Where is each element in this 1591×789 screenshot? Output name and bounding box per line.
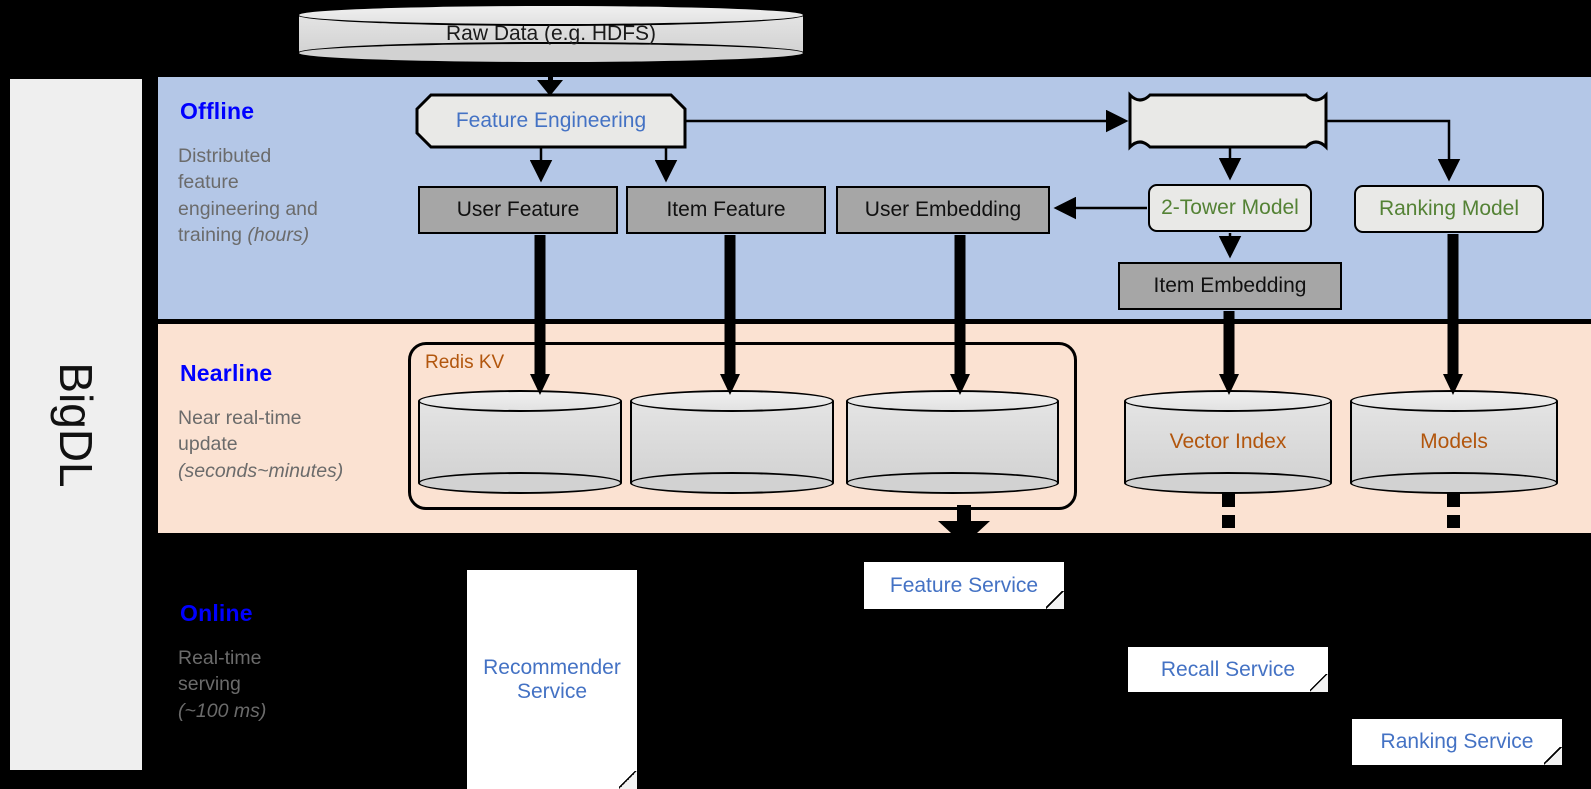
cylinder-body [1350,401,1558,483]
cylinder-body [630,401,834,483]
page-fold-icon [1310,674,1328,692]
cylinder-top [418,390,622,412]
node-item-embedding[interactable]: Item Embedding [1118,262,1342,310]
node-user-embedding[interactable]: User Embedding [836,186,1050,234]
note-recommender-service-label: Recommender Service [483,655,621,703]
online-desc-line1: Real-time [178,647,262,669]
redis-kv-label: Redis KV [425,352,505,373]
online-desc-italic: (~100 ms) [178,699,267,722]
cylinder-bottom [418,472,622,494]
node-dnn-training[interactable]: DNN Training [1130,95,1326,147]
offline-description: Distributed feature engineering and trai… [178,143,393,248]
node-feature-engineering[interactable]: Feature Engineering [417,95,685,147]
nearline-description: Near real-time update (seconds~minutes) [178,405,418,484]
arrowhead-rawdata-fe [537,80,563,96]
models-cylinder[interactable]: Models [1350,390,1558,494]
vector-index-cylinder[interactable]: Vector Index [1124,390,1332,494]
redis-store-1[interactable] [418,390,622,494]
bigdl-rail: BigDL [8,77,144,772]
offline-desc-line4: training [178,223,248,246]
nearline-desc-italic: (seconds~minutes) [178,459,344,482]
node-dnn-training-label: DNN Training [1164,109,1292,132]
cylinder-top [1124,390,1332,412]
node-user-embedding-label: User Embedding [864,198,1022,221]
redis-store-2[interactable] [630,390,834,494]
connector-rawdata-fe [548,62,553,84]
offline-desc-italic: (hours) [247,223,310,246]
redis-store-3[interactable] [846,390,1059,494]
cylinder-bottom [630,472,834,494]
cylinder-top [846,390,1059,412]
note-recall-service[interactable]: Recall Service [1128,647,1328,692]
note-recommender-service[interactable]: Recommender Service [467,570,637,789]
note-feature-service-label: Feature Service [889,573,1039,597]
cylinder-top [630,390,834,412]
raw-data-cylinder: Raw Data (e.g. HDFS) [297,4,805,64]
node-user-feature[interactable]: User Feature [418,186,618,234]
redis-kv-container [408,342,1077,510]
node-ranking-model[interactable]: Ranking Model [1354,185,1544,233]
page-fold-icon [619,771,637,789]
cylinder-body [846,401,1059,483]
offline-desc-line1: Distributed [178,145,272,167]
node-2-tower-model-label: 2-Tower Model [1161,196,1299,219]
nearline-desc-line1: Near real-time [178,407,302,429]
page-fold-icon [1544,747,1562,765]
online-title: Online [180,600,253,626]
node-item-feature-label: Item Feature [666,198,786,221]
offline-desc-line3: engineering and [178,197,318,220]
nearline-title: Nearline [180,360,273,386]
note-ranking-service[interactable]: Ranking Service [1352,719,1562,765]
cylinder-top [1350,390,1558,412]
raw-data-label: Raw Data (e.g. HDFS) [445,22,657,45]
note-feature-service[interactable]: Feature Service [864,562,1064,609]
cylinder-body [418,401,622,483]
online-description: Real-time serving (~100 ms) [178,645,393,724]
node-2-tower-model[interactable]: 2-Tower Model [1148,184,1312,232]
node-user-feature-label: User Feature [456,198,580,221]
offline-desc-line2: feature [178,171,239,194]
offline-title: Offline [180,98,255,124]
cylinder-bottom [846,472,1059,494]
node-item-embedding-label: Item Embedding [1153,274,1307,297]
nearline-desc-line2: update [178,433,238,456]
node-feature-engineering-label: Feature Engineering [455,109,647,132]
node-ranking-model-label: Ranking Model [1378,197,1520,220]
cylinder-bottom [1350,472,1558,494]
note-ranking-service-label: Ranking Service [1380,730,1534,753]
note-recall-service-label: Recall Service [1160,657,1296,681]
cylinder-bottom [1124,472,1332,494]
models-label: Models [1420,430,1488,453]
node-item-feature[interactable]: Item Feature [626,186,826,234]
cylinder-body [1124,401,1332,483]
page-fold-icon [1046,591,1064,609]
vector-index-label: Vector Index [1169,430,1287,453]
cylinder-top [297,4,805,26]
online-desc-line2: serving [178,673,241,696]
bigdl-label: BigDL [50,361,102,488]
